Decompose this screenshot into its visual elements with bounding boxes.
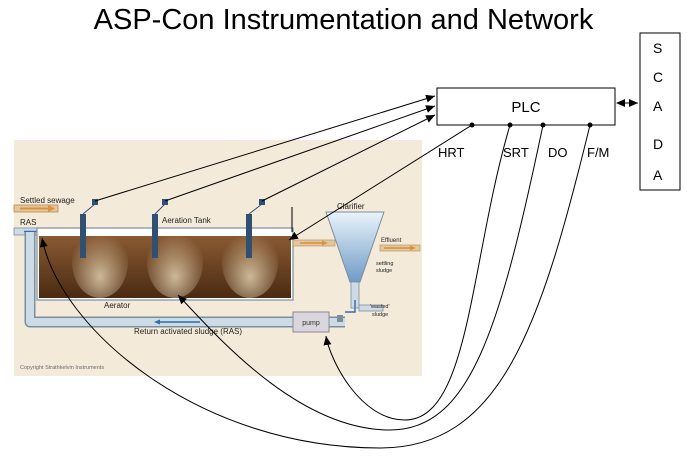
sensor-probe-1 [80,214,86,258]
clarifier-label: Clarifier [337,202,365,211]
settling-sludge-label-1: settling [376,261,393,267]
pump-label: pump [302,320,320,327]
fm-label: F/M [587,145,609,160]
sensor-head-1 [92,199,98,205]
hrt-control-line [288,124,473,241]
sensor-head-3 [259,199,265,205]
settling-sludge-label-2: sludge [376,268,392,274]
scada-letter-a2: A [653,167,663,183]
scada-letter-s: S [653,40,662,56]
srt-label: SRT [503,145,529,160]
hrt-label: HRT [438,145,465,160]
srt-control-line [323,124,511,421]
pump [292,311,330,333]
scada-letter-d: D [653,136,663,152]
effluent-arrowhead [410,245,416,251]
sensor-head-2 [162,199,168,205]
sensor-cable-1 [82,203,96,215]
copyright-label: Copyright Strathkelvin Instruments [20,365,104,371]
do-label: DO [548,145,568,160]
underflow-arrow [345,300,356,313]
clarifier-cone [325,211,385,283]
aerator-bubbles-3 [222,226,278,298]
sensor-cable-2 [154,203,166,215]
sensor2-to-plc-line [164,105,436,202]
sensor-cable-3 [248,203,263,215]
sensor1-to-plc-line [94,94,436,202]
wasted-sludge-pipe [358,304,384,312]
wasted-sludge-label-1: 'wasted' [370,304,390,310]
plc-label: PLC [511,99,540,116]
scada-letter-c: C [653,69,663,85]
do-control-line [177,124,544,431]
tank-outflow-arrowhead [322,240,328,246]
sensor3-to-plc-line [261,114,436,202]
ras-flow-arrowhead [154,319,160,325]
scada-letter-a1: A [653,98,663,114]
inflow-arrowhead [48,205,55,212]
ras-return-pipe [26,232,345,326]
aerator-label: Aerator [104,301,131,310]
return-sludge-label: Return activated sludge (RAS) [134,327,242,336]
aerator-bubbles-2 [147,226,203,298]
diagram-title: ASP-Con Instrumentation and Network [93,4,594,36]
settled-sewage-label: Settled sewage [20,196,75,205]
effluent-label: Effluent [381,238,402,244]
sensor-probe-2 [152,214,158,258]
wasted-sludge-label-2: sludge [372,312,388,318]
scada-box [639,32,681,191]
aeration-tank-label: Aeration Tank [162,216,212,225]
fm-control-line [39,124,591,449]
plc-box [436,87,616,126]
ras-label: RAS [20,218,36,227]
sensor-probe-3 [246,214,252,258]
